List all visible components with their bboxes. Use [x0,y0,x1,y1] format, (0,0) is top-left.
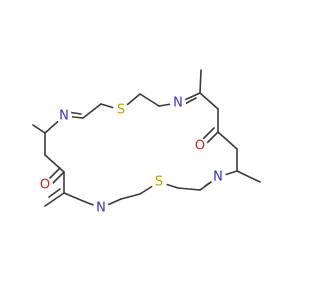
atom-o1: O [195,139,205,154]
carbonyl-bond [48,167,61,180]
bond [120,193,141,200]
carbonyl-bond [202,127,215,140]
atom-n3: N [96,201,106,216]
bond [44,192,65,207]
bond [199,69,202,94]
bond [63,192,84,202]
bonds [32,69,261,209]
atom-s1: S [117,103,125,118]
atom-mask [56,108,72,124]
bond [82,103,102,119]
atom-mask [93,200,109,216]
bond [217,131,238,150]
bond [139,93,160,107]
atom-n1: N [173,96,183,111]
atom-s2: S [155,175,163,190]
carbonyl-bond [52,171,65,184]
atoms: N N N N O O S S [37,95,226,216]
atom-mask [37,177,53,193]
double-bond [48,188,61,198]
atom-n2: N [213,170,223,185]
atom-mask [192,138,208,154]
atom-mask [210,169,226,185]
bond [32,124,46,134]
bond [44,154,65,173]
carbonyl-bond [205,131,219,145]
atom-n4: N [59,109,69,124]
atom-mask [151,174,167,190]
bond [199,92,219,110]
molecule-structure: N N N N O O S S [32,69,261,216]
bond [236,170,261,183]
atom-mask [170,95,186,111]
bond [177,187,201,191]
atom-o2: O [40,178,50,193]
atom-mask [113,102,129,118]
